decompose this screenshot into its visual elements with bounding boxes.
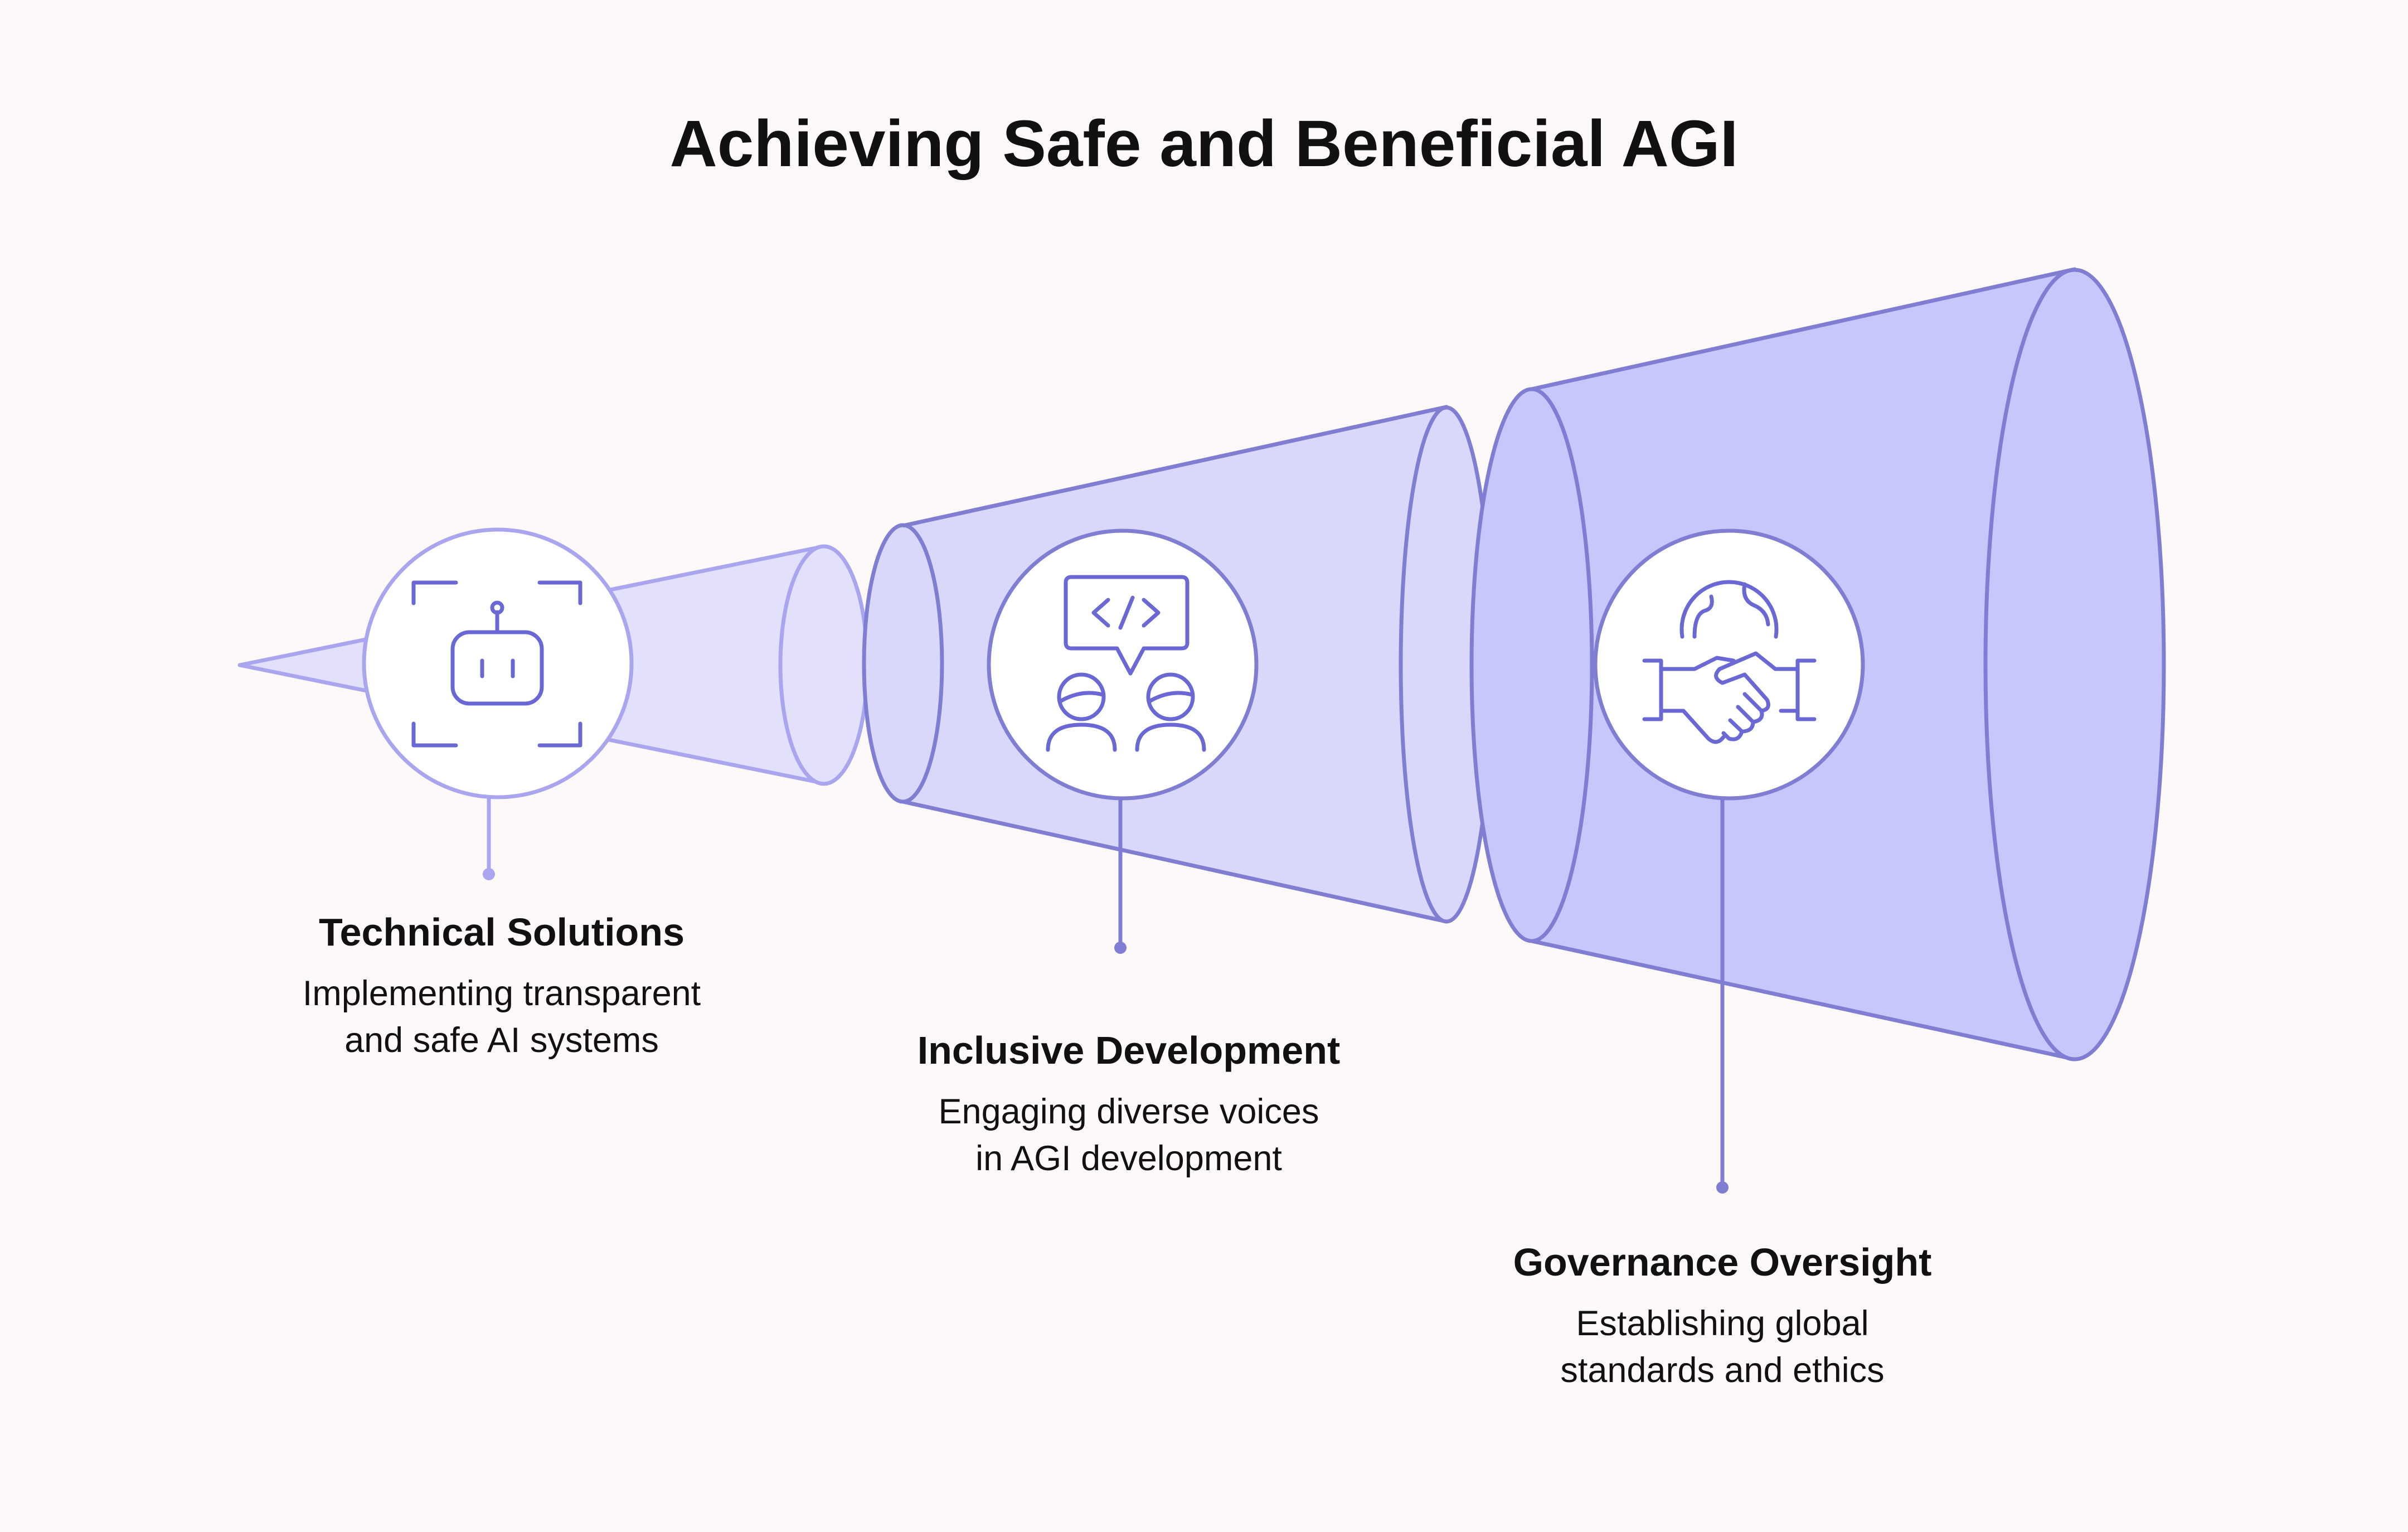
- stage-description-line: Establishing global: [1576, 1304, 1869, 1343]
- stage-heading: Technical Solutions: [318, 910, 684, 954]
- stage-label-technical: Technical Solutions Implementing transpa…: [223, 909, 780, 1064]
- stage-heading: Inclusive Development: [917, 1029, 1341, 1072]
- connector-technical: [483, 797, 495, 880]
- people-code-chat-icon: [987, 529, 1259, 801]
- connector-inclusive: [1114, 797, 1127, 954]
- stage-description-line: and safe AI systems: [344, 1021, 659, 1060]
- robot-face-icon: [362, 527, 634, 799]
- stage-description-line: Implementing transparent: [302, 974, 701, 1013]
- stage-description-line: Engaging diverse voices: [938, 1092, 1319, 1131]
- page-title: Achieving Safe and Beneficial AGI: [669, 107, 1739, 181]
- globe-handshake-icon: [1593, 529, 1865, 801]
- stage-description-line: in AGI development: [975, 1139, 1282, 1178]
- stage-heading: Governance Oversight: [1513, 1240, 1932, 1284]
- stage-label-inclusive: Inclusive Development Engaging diverse v…: [822, 1027, 1435, 1182]
- stage-label-governance: Governance Oversight Establishing global…: [1444, 1239, 2001, 1394]
- connector-governance: [1716, 797, 1729, 1194]
- stage-description-line: standards and ethics: [1560, 1351, 1885, 1390]
